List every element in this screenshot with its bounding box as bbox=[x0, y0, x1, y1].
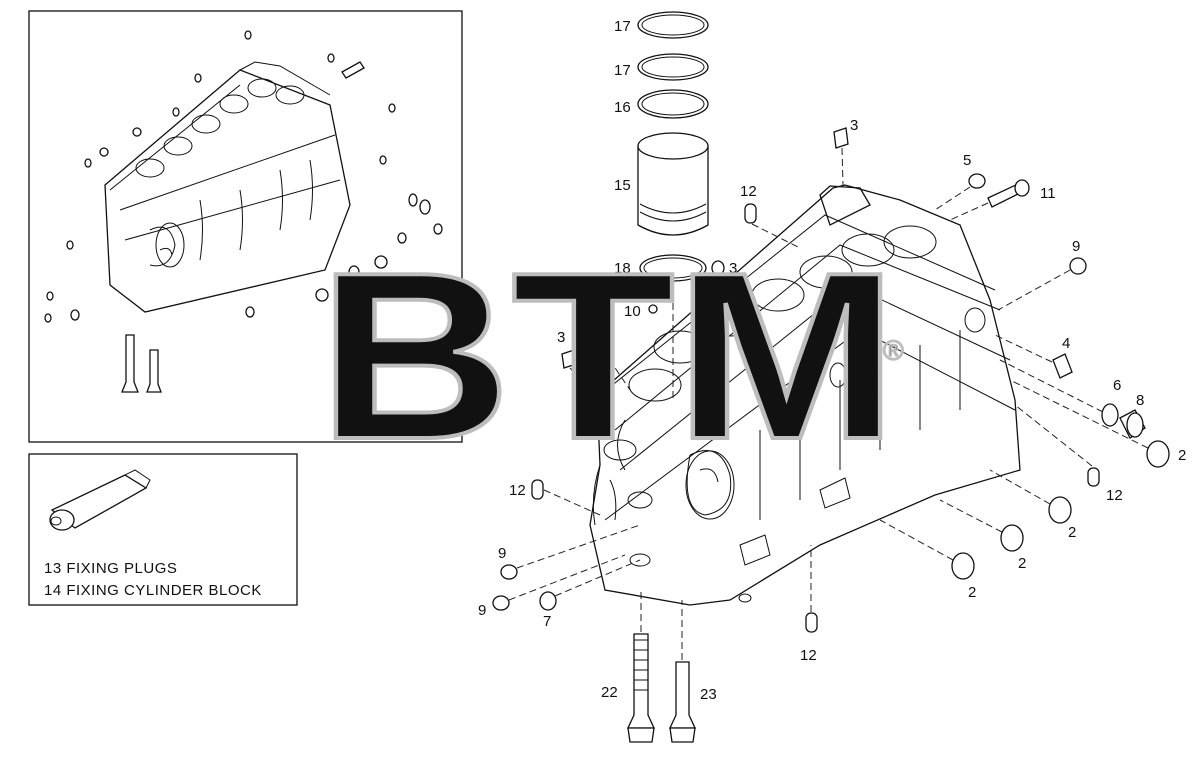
liner-stack bbox=[637, 11, 725, 400]
callout-15: 15 bbox=[614, 177, 631, 194]
callout-12-right: 12 bbox=[1106, 487, 1123, 504]
callout-2-r2: 2 bbox=[1018, 555, 1026, 572]
loose-parts bbox=[492, 127, 1170, 743]
callout-9-right: 9 bbox=[1072, 238, 1080, 255]
callout-2-r1: 2 bbox=[1068, 524, 1076, 541]
callout-12-top: 12 bbox=[740, 183, 757, 200]
callout-12-left: 12 bbox=[509, 482, 526, 499]
legend-box: 13 FIXING PLUGS 14 FIXING CYLINDER BLOCK bbox=[28, 453, 298, 606]
btm-watermark: BTM ® bbox=[316, 222, 905, 491]
callout-9-left1: 9 bbox=[498, 545, 506, 562]
callout-labels: 17 17 16 15 18 10 3 3 3 3 5 11 12 9 4 6 … bbox=[478, 18, 1186, 703]
callout-17a: 17 bbox=[614, 18, 631, 35]
callout-22: 22 bbox=[601, 684, 618, 701]
registered-mark: ® bbox=[883, 335, 904, 366]
callout-3-liner: 3 bbox=[729, 260, 737, 277]
legend-line-14: 14 FIXING CYLINDER BLOCK bbox=[44, 582, 262, 599]
callout-3-left1: 3 bbox=[557, 329, 565, 346]
cylinder-block-drawing bbox=[589, 184, 1021, 606]
inset-loose-parts bbox=[44, 30, 443, 393]
callout-10: 10 bbox=[624, 303, 641, 320]
callout-4: 4 bbox=[1062, 335, 1070, 352]
callout-12-bottom: 12 bbox=[800, 647, 817, 664]
inset-block-drawing bbox=[104, 61, 351, 313]
callout-6: 6 bbox=[1113, 377, 1121, 394]
callout-7: 7 bbox=[543, 613, 551, 630]
callout-2-r3: 2 bbox=[968, 584, 976, 601]
callout-3-top: 3 bbox=[850, 117, 858, 134]
legend-line-13: 13 FIXING PLUGS bbox=[44, 560, 177, 577]
callout-8: 8 bbox=[1136, 392, 1144, 409]
callout-5: 5 bbox=[963, 152, 971, 169]
callout-3-left2: 3 bbox=[589, 311, 597, 328]
inset-panel: 1 bbox=[28, 10, 463, 443]
callout-17b: 17 bbox=[614, 62, 631, 79]
callout-11: 11 bbox=[1040, 185, 1056, 202]
callout-23: 23 bbox=[700, 686, 717, 703]
fixing-tube-icon bbox=[49, 469, 151, 531]
inset-callout: 1 bbox=[418, 411, 426, 428]
callout-2-far: 2 bbox=[1178, 447, 1186, 464]
callout-9-left2: 9 bbox=[478, 602, 486, 619]
callout-16: 16 bbox=[614, 99, 631, 116]
callout-18: 18 bbox=[614, 260, 631, 277]
watermark-text: BTM bbox=[318, 224, 898, 489]
